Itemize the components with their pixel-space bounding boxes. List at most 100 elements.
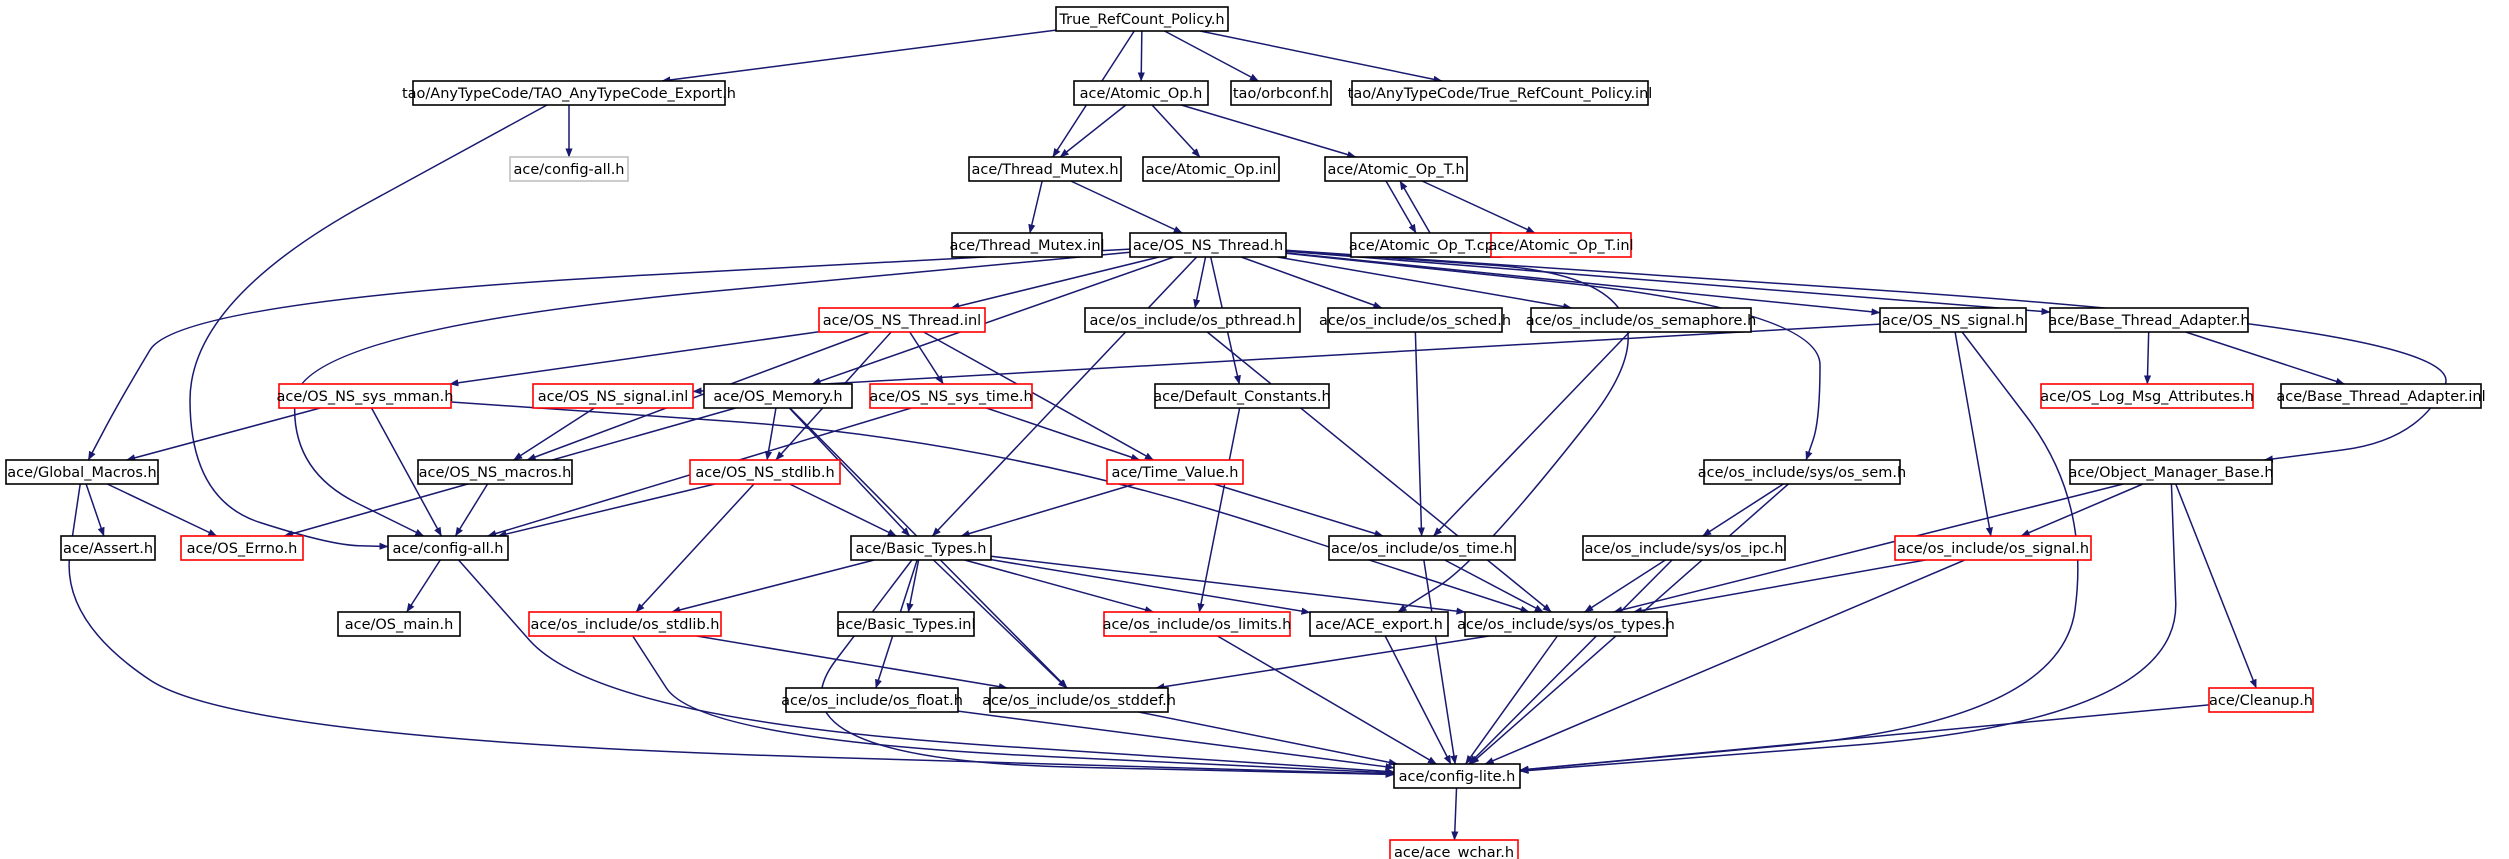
node-ace-base-thread-adapter-h[interactable]: ace/Base_Thread_Adapter.h — [2048, 307, 2250, 333]
edge-n10-to-n34 — [293, 251, 1131, 537]
edge-n6-to-n10 — [1070, 180, 1183, 234]
edge-n2-to-n6 — [1059, 104, 1127, 158]
node-label: ace/OS_NS_stdlib.h — [695, 465, 834, 481]
node-ace-os-include-sys-os-ipc-h[interactable]: ace/os_include/sys/os_ipc.h — [1582, 535, 1786, 561]
node-ace-ace-export-h[interactable]: ace/ACE_export.h — [1309, 611, 1449, 637]
node-label: ace/os_include/sys/os_types.h — [1457, 617, 1675, 633]
node-ace-os-ns-stdlib-h[interactable]: ace/OS_NS_stdlib.h — [689, 459, 841, 485]
node-ace-os-ns-sys-mman-h[interactable]: ace/OS_NS_sys_mman.h — [277, 383, 454, 409]
node-label: ace/os_include/sys/os_sem.h — [1698, 465, 1906, 481]
node-box — [387, 535, 509, 561]
edge-n31-to-n48 — [1519, 483, 2177, 775]
node-tao-anytypecode-tao-anytypecode-export-h[interactable]: tao/AnyTypeCode/TAO_AnyTypeCode_Export.h — [402, 80, 736, 106]
node-ace-object-manager-base-h[interactable]: ace/Object_Manager_Base.h — [2068, 459, 2274, 485]
node-ace-config-lite-h[interactable]: ace/config-lite.h — [1393, 763, 1521, 789]
edge-n10-to-n15 — [1240, 256, 1383, 309]
node-ace-os-include-os-semaphore-h[interactable]: ace/os_include/os_semaphore.h — [1526, 307, 1757, 333]
node-label: ace/OS_NS_sys_time.h — [869, 389, 1032, 405]
node-ace-os-memory-h[interactable]: ace/OS_Memory.h — [703, 383, 853, 409]
edge-n8-to-n12 — [1421, 180, 1536, 234]
node-ace-os-main-h[interactable]: ace/OS_main.h — [337, 611, 461, 637]
edge-n26-to-n48 — [68, 483, 1395, 778]
node-box — [1530, 307, 1752, 333]
node-ace-atomic-op-t-h[interactable]: ace/Atomic_Op_T.h — [1324, 156, 1468, 182]
node-ace-os-log-msg-attributes-h[interactable]: ace/OS_Log_Msg_Attributes.h — [2040, 383, 2254, 409]
node-label: ace/os_include/os_sched.h — [1319, 313, 1511, 329]
node-ace-os-errno-h[interactable]: ace/OS_Errno.h — [180, 535, 304, 561]
node-ace-os-ns-sys-time-h[interactable]: ace/OS_NS_sys_time.h — [869, 383, 1033, 409]
node-box — [818, 307, 986, 333]
node-ace-os-ns-signal-inl[interactable]: ace/OS_NS_signal.inl — [532, 383, 694, 409]
node-label: ace/os_include/os_float.h — [781, 693, 963, 709]
node-box — [1084, 307, 1301, 333]
node-ace-os-include-os-limits-h[interactable]: ace/os_include/os_limits.h — [1103, 611, 1292, 637]
node-box — [1324, 156, 1468, 182]
node-ace-os-ns-signal-h[interactable]: ace/OS_NS_signal.h — [1879, 307, 2027, 333]
node-ace-atomic-op-t-inl[interactable]: ace/Atomic_Op_T.inl — [1488, 232, 1634, 258]
edge-n0-to-n4 — [1199, 30, 1443, 83]
node-label: ace/Assert.h — [63, 541, 153, 557]
node-box — [785, 687, 959, 713]
edge-n35-to-n44 — [990, 555, 1466, 615]
node-label: ace/Thread_Mutex.h — [971, 162, 1118, 178]
node-box — [5, 459, 159, 485]
node-ace-os-include-os-sched-h[interactable]: ace/os_include/os_sched.h — [1319, 307, 1511, 333]
node-ace-atomic-op-t-cpp[interactable]: ace/Atomic_Op_T.cpp — [1349, 232, 1503, 258]
node-ace-os-include-os-signal-h[interactable]: ace/os_include/os_signal.h — [1894, 535, 2092, 561]
node-label: ace/Base_Thread_Adapter.inl — [2276, 389, 2485, 405]
node-label: ace/config-all.h — [392, 541, 503, 557]
node-ace-os-ns-macros-h[interactable]: ace/OS_NS_macros.h — [417, 459, 573, 485]
node-box — [2040, 383, 2254, 409]
node-ace-global-macros-h[interactable]: ace/Global_Macros.h — [5, 459, 159, 485]
node-ace-base-thread-adapter-inl[interactable]: ace/Base_Thread_Adapter.inl — [2276, 383, 2486, 409]
node-ace-thread-mutex-inl[interactable]: ace/Thread_Mutex.inl — [949, 232, 1105, 258]
edge-n38-to-n44 — [1632, 559, 1926, 615]
edge-n0-to-n3 — [1164, 30, 1259, 82]
node-ace-config-all-h[interactable]: ace/config-all.h — [387, 535, 509, 561]
node-ace-os-include-os-float-h[interactable]: ace/os_include/os_float.h — [781, 687, 963, 713]
node-ace-atomic-op-h[interactable]: ace/Atomic_Op.h — [1073, 80, 1209, 106]
node-ace-basic-types-inl[interactable]: ace/Basic_Types.inl — [836, 611, 976, 637]
edge-n10-to-n16 — [1277, 256, 1573, 311]
node-label: ace/ace_wchar.h — [1394, 845, 1514, 859]
node-box — [1464, 611, 1668, 637]
edge-n28-to-n35 — [789, 483, 897, 537]
node-label: ace/OS_Log_Msg_Attributes.h — [2040, 389, 2254, 405]
edge-n19-to-n26 — [126, 407, 321, 462]
node-ace-os-include-sys-os-types-h[interactable]: ace/os_include/sys/os_types.h — [1457, 611, 1675, 637]
node-ace-cleanup-h[interactable]: ace/Cleanup.h — [2208, 687, 2314, 713]
node-box — [1103, 611, 1291, 637]
node-ace-time-value-h[interactable]: ace/Time_Value.h — [1106, 459, 1244, 485]
node-ace-os-ns-thread-h[interactable]: ace/OS_NS_Thread.h — [1129, 232, 1287, 258]
node-box — [278, 383, 452, 409]
node-ace-basic-types-h[interactable]: ace/Basic_Types.h — [850, 535, 992, 561]
edge-n28-to-n34 — [497, 483, 716, 538]
edge-n22-to-n29 — [986, 407, 1141, 461]
node-tao-anytypecode-true-refcount-policy-inl[interactable]: tao/AnyTypeCode/True_RefCount_Policy.inl — [1348, 80, 1653, 106]
edge-n34-to-n39 — [406, 559, 441, 613]
node-ace-ace-wchar-h[interactable]: ace/ace_wchar.h — [1389, 839, 1519, 859]
node-ace-os-include-os-time-h[interactable]: ace/os_include/os_time.h — [1328, 535, 1516, 561]
node-box — [2049, 307, 2249, 333]
node-ace-os-include-os-stddef-h[interactable]: ace/os_include/os_stddef.h — [982, 687, 1176, 713]
node-ace-default-constants-h[interactable]: ace/Default_Constants.h — [1153, 383, 1331, 409]
node-label: ace/OS_main.h — [345, 617, 454, 633]
node-ace-os-include-sys-os-sem-h[interactable]: ace/os_include/sys/os_sem.h — [1698, 459, 1906, 485]
node-box — [951, 232, 1103, 258]
node-box — [1154, 383, 1330, 409]
node-label: ace/os_include/os_pthread.h — [1090, 313, 1296, 329]
edge-n18-to-n24 — [2143, 331, 2152, 385]
node-ace-os-include-os-stdlib-h[interactable]: ace/os_include/os_stdlib.h — [528, 611, 722, 637]
node-box — [1351, 80, 1649, 106]
node-ace-assert-h[interactable]: ace/Assert.h — [60, 535, 156, 561]
node-box — [509, 156, 629, 182]
node-tao-orbconf-h[interactable]: tao/orbconf.h — [1230, 80, 1332, 106]
node-ace-os-include-os-pthread-h[interactable]: ace/os_include/os_pthread.h — [1084, 307, 1301, 333]
node-ace-atomic-op-inl[interactable]: ace/Atomic_Op.inl — [1142, 156, 1280, 182]
node-ace-os-ns-thread-inl[interactable]: ace/OS_NS_Thread.inl — [818, 307, 986, 333]
edge-n35-to-n48 — [820, 559, 1395, 778]
edge-n28-to-n40 — [635, 483, 755, 613]
edge-n37-to-n44 — [1584, 559, 1666, 613]
node-ace-config-all-h[interactable]: ace/config-all.h — [509, 156, 629, 182]
node-ace-thread-mutex-h[interactable]: ace/Thread_Mutex.h — [968, 156, 1122, 182]
